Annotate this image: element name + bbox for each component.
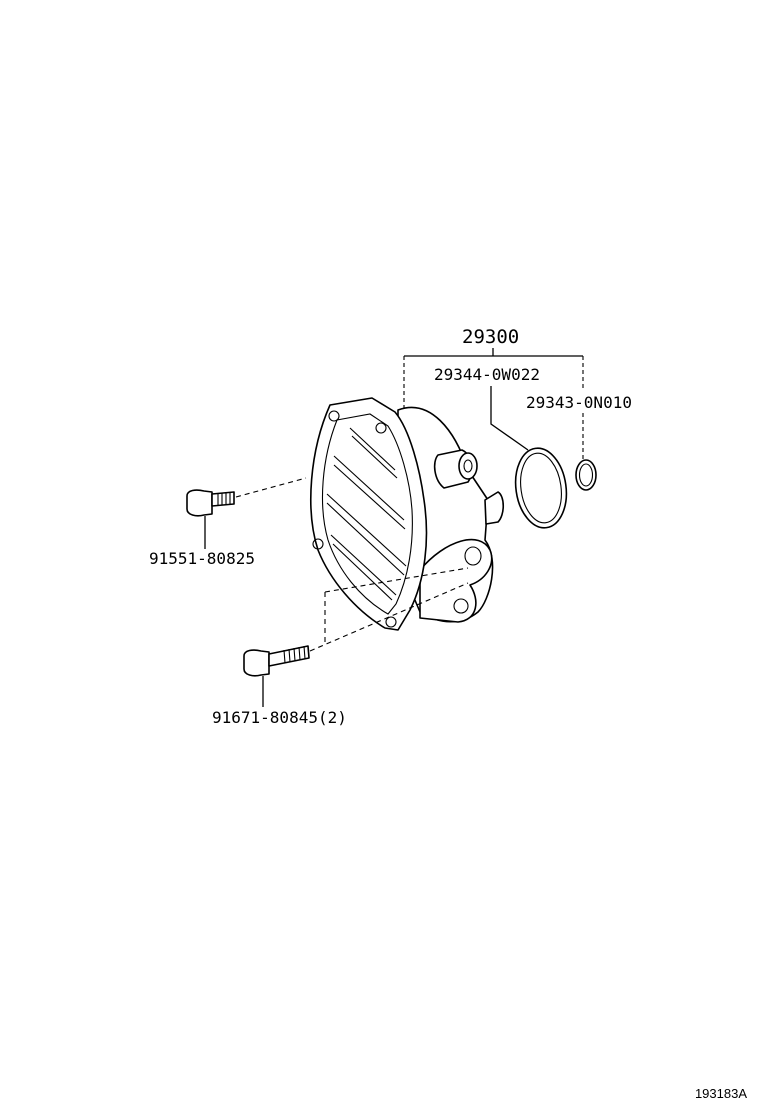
bolt-lower-part-label[interactable]: 91671-80845(2) [212,708,347,727]
oring-large-part-label[interactable]: 29344-0W022 [434,365,540,384]
bolt-upper[interactable] [186,489,235,517]
bolt-upper-dashed-path [235,477,307,498]
oring-large[interactable] [511,445,572,531]
assembly-part-label[interactable]: 29300 [462,326,519,348]
diagram-reference-code: 193183A [695,1086,747,1101]
bolt-upper-part-label[interactable]: 91551-80825 [149,549,255,568]
bolt-lower[interactable] [243,645,310,677]
oring-large-leader [490,386,529,451]
oring-small-part-label[interactable]: 29343-0N010 [526,393,632,412]
bolt-lower-dashed-path [309,567,469,652]
oring-small[interactable] [575,459,597,491]
vacuum-pump-assembly[interactable] [310,397,505,631]
assembly-bracket [403,348,584,408]
